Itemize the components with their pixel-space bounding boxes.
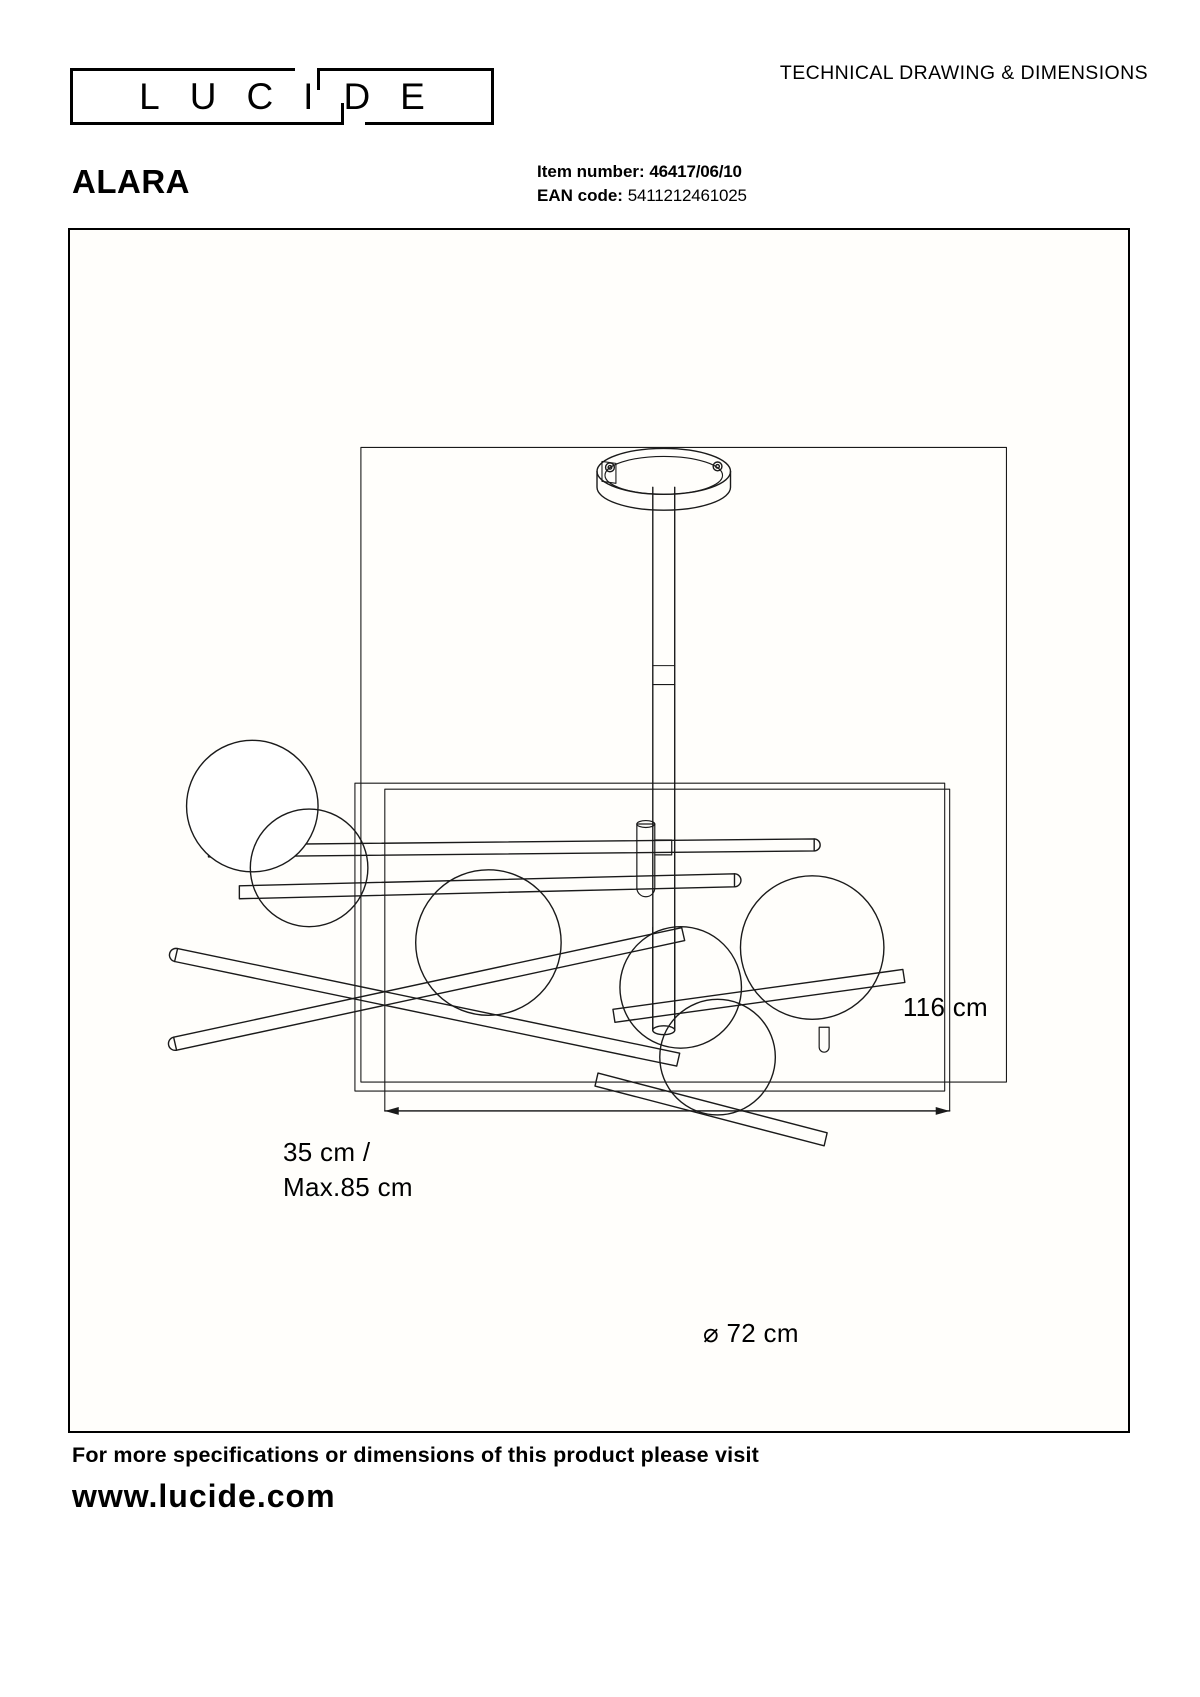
width-dimension-box — [384, 788, 951, 1112]
arm-right-diagonal — [612, 968, 906, 1023]
canopy-screw-left-center — [607, 464, 613, 470]
height-dimension-label: 116 cm — [902, 992, 988, 1022]
item-metadata: Item number: 46417/06/10 EAN code: 54112… — [537, 160, 747, 208]
lucide-logo: LUCIDE — [70, 68, 494, 125]
socket-nub-right — [818, 1026, 830, 1053]
ean-code-separator: : — [617, 186, 623, 205]
product-name: ALARA — [72, 163, 190, 200]
footer-text: For more specifications or dimensions of… — [72, 1443, 760, 1467]
ean-code-label: EAN code — [537, 186, 618, 205]
canopy-latch-tab — [601, 460, 617, 484]
ean-code-value: 5411212461025 — [627, 186, 747, 205]
globe-bottom — [659, 998, 777, 1116]
arm-lower-diagonal-a-cap — [168, 947, 179, 963]
arm-bottom-right-diagonal — [594, 1072, 828, 1147]
width-arrow-right — [935, 1106, 950, 1115]
item-number-label: Item number: — [537, 162, 645, 181]
item-number-row: Item number: 46417/06/10 — [537, 160, 747, 184]
technical-drawing-frame: 116 cm 35 cm / Max.85 cm ⌀ 72 cm — [68, 228, 1130, 1433]
arm-second-cap — [733, 873, 742, 888]
page-header: LUCIDE TECHNICAL DRAWING & DIMENSIONS — [0, 0, 1200, 150]
globe-far-right — [739, 875, 885, 1020]
globe-mid-right — [619, 925, 743, 1049]
arm-second — [238, 873, 736, 900]
canopy-inner-rim — [604, 455, 724, 495]
drop-dimension-line2: Max.85 cm — [283, 1172, 413, 1202]
drop-dimension-line1: 35 cm / — [283, 1137, 371, 1167]
width-dimension-label: ⌀ 72 cm — [703, 1318, 799, 1348]
drop-dimension-box — [354, 782, 946, 1092]
drop-dimension-label: 35 cm / Max.85 cm — [283, 1135, 413, 1205]
canopy-screw-right — [712, 461, 723, 472]
footer-website[interactable]: www.lucide.com — [72, 1478, 336, 1514]
width-arrow-left — [384, 1106, 399, 1115]
canopy-body — [596, 470, 732, 511]
globe-upper-left — [185, 739, 319, 873]
canopy-screw-right-center — [715, 463, 721, 469]
center-socket-body — [636, 823, 656, 898]
item-number-value: 46417/06/10 — [649, 162, 742, 181]
globe-center — [414, 869, 562, 1016]
arm-lower-diagonal-b — [172, 926, 686, 1051]
header-title: TECHNICAL DRAWING & DIMENSIONS — [779, 62, 1148, 84]
lucide-logo-text: LUCIDE — [139, 75, 455, 117]
logo-notch-vertical-left — [317, 68, 320, 90]
arm-lower-diagonal-a — [173, 947, 681, 1067]
logo-notch-bottom — [341, 122, 365, 125]
logo-notch-vertical-right — [341, 103, 344, 125]
arm-upper-long-cap — [813, 838, 821, 852]
logo-notch-top — [295, 68, 319, 71]
center-socket-top — [636, 819, 656, 829]
technical-drawing — [167, 446, 1008, 1147]
ean-code-row: EAN code: 5411212461025 — [537, 184, 747, 208]
height-dimension-box — [360, 446, 1008, 1083]
main-rod-bottom-cap — [652, 1025, 676, 1036]
globe-upper-left-rear — [249, 808, 369, 928]
arm-lower-diagonal-b-cap — [167, 1036, 178, 1052]
center-socket-bracket — [654, 839, 673, 856]
